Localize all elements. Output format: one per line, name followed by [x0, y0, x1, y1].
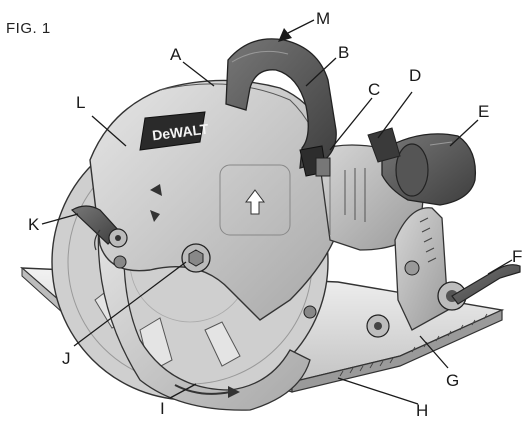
callout-leader-lines	[41, 19, 513, 405]
arrow-m-head	[278, 28, 292, 42]
callout-c: C	[368, 80, 380, 99]
brand-logo-text: DeWALT	[151, 121, 209, 144]
callout-m: M	[316, 9, 330, 28]
depth-adjust-knob	[366, 260, 420, 338]
bevel-scale-ticks	[419, 217, 437, 263]
callout-k: K	[28, 215, 40, 234]
callout-b: B	[338, 43, 349, 62]
guard-retract-lever	[70, 205, 128, 251]
trigger-switch	[299, 145, 331, 177]
bevel-lever	[451, 264, 521, 305]
arbor-nut	[181, 243, 211, 273]
callout-i: I	[160, 399, 165, 418]
leader-h	[337, 377, 419, 405]
shoe-scale-ticks	[339, 313, 488, 377]
leader-l	[91, 115, 127, 147]
leader-a	[182, 61, 215, 87]
callout-a: A	[170, 45, 182, 64]
callout-e: E	[478, 102, 489, 121]
leader-e	[449, 119, 479, 147]
leader-c	[329, 97, 373, 151]
leader-d	[377, 91, 413, 139]
leader-j	[73, 261, 187, 347]
leader-k	[41, 213, 79, 225]
leader-g	[419, 335, 449, 369]
brand-badge: DeWALT	[139, 111, 210, 151]
callout-labels: A B C D E F G H I J K L M	[28, 9, 522, 420]
shoe-hardware	[113, 255, 317, 319]
leader-i	[169, 383, 197, 399]
callout-d: D	[409, 66, 421, 85]
figure-title: FIG. 1	[6, 20, 51, 37]
leader-f	[487, 259, 513, 275]
lower-blade-guard	[97, 209, 311, 411]
motor-vents	[344, 168, 366, 222]
callout-h: H	[416, 401, 428, 419]
callout-g: G	[446, 371, 459, 390]
callout-l: L	[76, 93, 85, 112]
callout-j: J	[62, 349, 71, 368]
callout-f: F	[512, 247, 522, 266]
leader-b	[305, 57, 337, 87]
motor-end-cap	[381, 133, 477, 206]
